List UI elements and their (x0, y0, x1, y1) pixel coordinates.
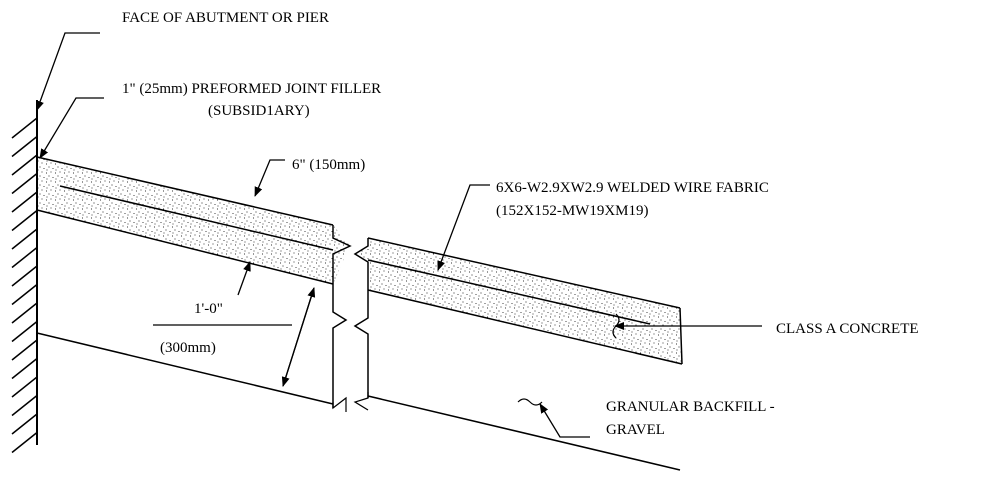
hatch-stroke (11, 357, 38, 380)
length-dimension-line-back (281, 287, 315, 387)
slab-left-bottom-edge (36, 209, 334, 285)
wire-fabric-left (59, 185, 334, 251)
hatch-stroke (11, 376, 38, 398)
label-backfill-line1: GRANULAR BACKFILL - (606, 399, 775, 415)
slab-left-break-line (332, 225, 352, 284)
label-backfill-line2: GRAVEL (606, 422, 665, 438)
hatch-stroke (11, 283, 38, 306)
ground-line-left (36, 332, 334, 405)
backfill-leader (539, 403, 590, 438)
hatch-stroke (11, 246, 38, 269)
hatch-stroke (11, 394, 38, 417)
label-length-bottom: (300mm) (160, 340, 216, 356)
thickness-arrow-bottom (237, 261, 251, 296)
break-line-left (332, 284, 348, 408)
fabric-leader (437, 184, 490, 271)
face-leader (36, 32, 100, 111)
hatch-stroke (11, 228, 38, 250)
label-length-top: 1'-0" (194, 301, 223, 317)
label-joint-filler-line1: 1" (25mm) PREFORMED JOINT FILLER (122, 81, 381, 97)
thickness-leader (254, 159, 285, 197)
wire-fabric-right (367, 259, 651, 325)
filler-leader (39, 97, 104, 159)
slab-right-bottom-edge (367, 289, 683, 365)
hatch-stroke (11, 320, 38, 343)
hatch-stroke (11, 135, 38, 158)
hatch-stroke (11, 302, 38, 324)
hatch-stroke (11, 265, 38, 287)
slab-left-segment (37, 157, 350, 284)
hatch-stroke (11, 117, 38, 139)
label-class-a-concrete: CLASS A CONCRETE (776, 321, 919, 337)
concrete-wave-symbol (612, 313, 620, 339)
break-line-bottom-left (332, 396, 347, 412)
hatch-stroke (11, 191, 38, 213)
label-wire-fabric-line2: (152X152-MW19XM19) (496, 203, 648, 219)
label-face-of-abutment: FACE OF ABUTMENT OR PIER (122, 10, 329, 26)
slab-right-segment (355, 238, 682, 364)
abutment-wall (11, 100, 38, 454)
abutment-hatching (11, 117, 38, 454)
ground-line-right (367, 395, 681, 471)
hatch-stroke (11, 209, 38, 232)
slab-right-top-edge (367, 237, 681, 309)
backfill-wave-symbol (517, 398, 543, 406)
hatch-stroke (11, 154, 38, 176)
label-wire-fabric-line1: 6X6-W2.9XW2.9 WELDED WIRE FABRIC (496, 180, 769, 196)
slab-right-end (679, 307, 683, 365)
slab-right-break-line (353, 238, 369, 290)
break-line-right (353, 290, 369, 398)
label-slab-thickness: 6" (150mm) (292, 157, 365, 173)
label-joint-filler-line2: (SUBSID1ARY) (208, 103, 310, 119)
hatch-stroke (11, 413, 38, 435)
break-line-bottom-right (353, 392, 369, 411)
hatch-stroke (11, 431, 38, 454)
slab-left-top-edge (36, 156, 334, 226)
hatch-stroke (11, 339, 38, 361)
hatch-stroke (11, 172, 38, 195)
